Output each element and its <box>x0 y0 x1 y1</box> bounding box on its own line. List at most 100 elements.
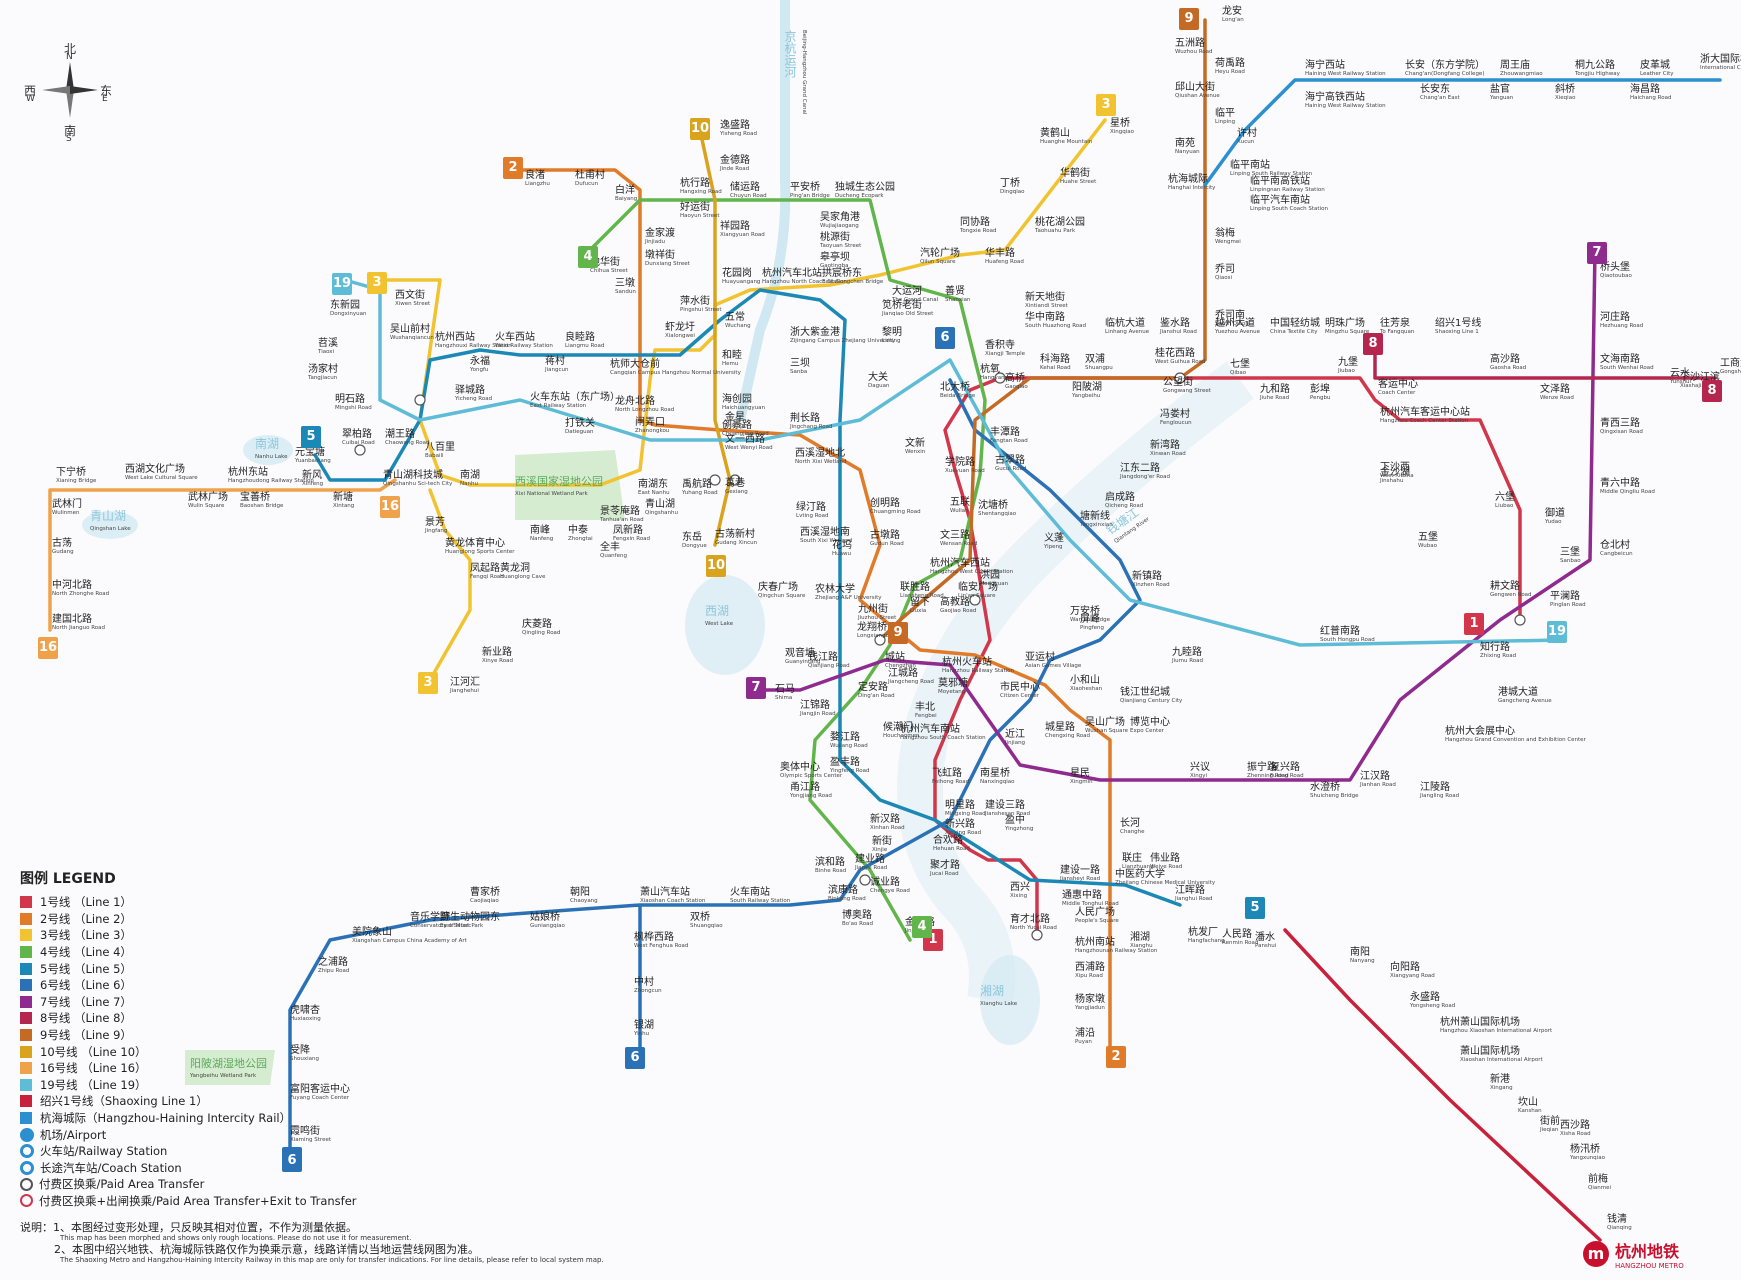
station-name: 长安东 <box>1420 82 1450 95</box>
station-name: 良渚 <box>525 168 545 181</box>
station-name-en: Jinxing <box>724 423 743 429</box>
station-name-en: Qingchun Square <box>758 593 806 599</box>
station-name: 平安桥 <box>790 180 820 193</box>
station-name: 城星路 <box>1045 720 1075 733</box>
interchange-wulinmen <box>729 474 741 486</box>
station-name: 奥体中心 <box>780 760 820 773</box>
station-name-en: Gexiang <box>725 489 748 495</box>
station-name: 高桥 <box>1005 371 1025 384</box>
station-name-en: Jianye Road <box>854 865 887 871</box>
legend-label: 1号线 （Line 1） <box>40 895 132 910</box>
station-name: 萍水街 <box>680 294 710 307</box>
station-name: 汽轮广场 <box>920 246 960 259</box>
station-name-en: Mingshi Road <box>335 405 372 411</box>
legend-label: 6号线 （Line 6） <box>40 978 132 993</box>
station-name-en: Bo'ao Road <box>842 921 873 927</box>
station-name: 储运路 <box>730 180 760 193</box>
station-name-en: Wubao <box>1418 543 1438 549</box>
station-name-en: Wujiang Road <box>830 743 868 749</box>
station-name: 驿城路 <box>455 383 485 396</box>
station-name-en: Citizen Center <box>1000 693 1040 699</box>
station-name-en: Taoyuan Street <box>819 243 862 249</box>
shaoxing-line-1-route <box>1283 928 1602 1242</box>
station-name-en: Datieguan <box>565 429 594 435</box>
station-name: 振宁路 <box>1247 760 1277 773</box>
legend-swatch <box>20 1045 32 1058</box>
legend-label: 5号线 （Line 5） <box>40 961 132 976</box>
station-name-en: Chang'an(Dongfang College) <box>1405 71 1484 77</box>
station-name: 长河 <box>1120 817 1140 829</box>
station-name-en: Daguan <box>868 383 890 389</box>
station-name-en: Conservatory of Music <box>410 923 471 929</box>
station-name-en: Zhenning Road <box>1247 773 1289 779</box>
station-name: 庆春广场 <box>758 580 798 593</box>
station-name-en: Chengzhan <box>885 663 916 669</box>
station-name: 黄鹤山 <box>1040 126 1070 139</box>
station-name: 建设三路 <box>985 798 1025 811</box>
legend-item: 19号线 （Line 19） <box>20 1077 420 1094</box>
compass-north: 北 <box>64 42 77 56</box>
station-name: 南峰 <box>530 523 550 536</box>
station-name-en: Qiaotoubao <box>1600 273 1632 279</box>
station-name: 三墩 <box>615 276 635 289</box>
station-name: 江城路 <box>888 666 918 679</box>
station-name: 杭州火车站 <box>942 655 992 668</box>
station-name: 拱宸桥东 <box>822 266 862 279</box>
station-name: 金德路 <box>720 153 750 166</box>
station-name-en: Xialongwei <box>665 333 695 339</box>
station-name: 音乐学院 <box>410 910 450 923</box>
legend-item: 3号线 （Line 3） <box>20 927 420 944</box>
station-name: 平澜路 <box>1550 589 1580 602</box>
legend-item: 绍兴1号线（Shaoxing Line 1） <box>20 1093 420 1110</box>
legend-item: 8号线 （Line 8） <box>20 1010 420 1027</box>
station-name-en: The Grand Canal <box>891 297 939 303</box>
station-name-en: Pingfeng <box>1080 625 1104 631</box>
station-name: 创景路 <box>722 418 752 431</box>
station-name-en: Jinjiadu <box>644 239 665 245</box>
station-name-en: Long'an <box>1222 17 1244 23</box>
station-name: 皮革城 <box>1640 58 1670 71</box>
geo-label: 南湖 <box>255 436 279 451</box>
station-name-en: Jinde Road <box>719 166 749 172</box>
station-name: 城站 <box>885 650 905 663</box>
station-name-en: Sanba <box>790 369 807 375</box>
station-name: 江锦路 <box>800 698 830 711</box>
station-name: 人民广场 <box>1075 905 1115 918</box>
legend-swatch <box>20 1078 32 1091</box>
station-name-en: Hehuan Road <box>933 846 970 852</box>
station-name: 西兴 <box>1010 881 1030 893</box>
